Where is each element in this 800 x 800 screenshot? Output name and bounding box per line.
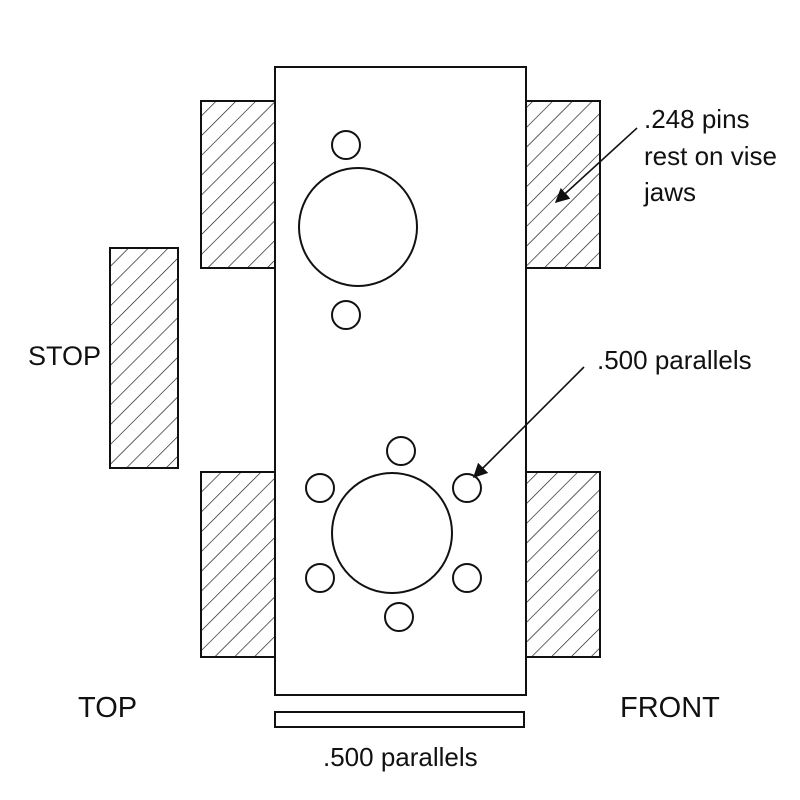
upper-bore-hole: [298, 167, 418, 287]
parallels-right-label: .500 parallels: [597, 345, 752, 375]
parallels-bottom-label: .500 parallels: [323, 742, 478, 772]
lower-bolt-hole-upper-left: [305, 473, 335, 503]
lower-bolt-hole-upper-right: [452, 473, 482, 503]
top-view-label: TOP: [78, 692, 138, 724]
pins-note-line2: rest on vise: [644, 141, 777, 171]
stop-block: [109, 247, 179, 469]
lower-bolt-hole-lower-right: [452, 563, 482, 593]
bottom-parallel-bar: [274, 711, 525, 728]
stop-label: STOP: [28, 341, 102, 371]
upper-pin-hole-top: [331, 130, 361, 160]
upper-pin-hole-bottom: [331, 300, 361, 330]
vise-jaw-lower-left: [200, 471, 276, 658]
workpiece-plate: [274, 66, 527, 696]
pins-note-line3: jaws: [644, 177, 697, 207]
lower-bolt-hole-top: [386, 436, 416, 466]
front-view-label: FRONT: [620, 692, 720, 724]
vise-jaw-upper-right: [525, 100, 601, 269]
lower-bore-hole: [331, 472, 453, 594]
parallels-leader-arrow: [472, 366, 585, 479]
lower-bolt-hole-bottom: [384, 602, 414, 632]
vise-jaw-lower-right: [525, 471, 601, 658]
vise-jaw-upper-left: [200, 100, 276, 269]
pins-note-line1: .248 pins: [644, 104, 750, 134]
lower-bolt-hole-lower-left: [305, 563, 335, 593]
pins-leader-arrow: [554, 127, 638, 203]
